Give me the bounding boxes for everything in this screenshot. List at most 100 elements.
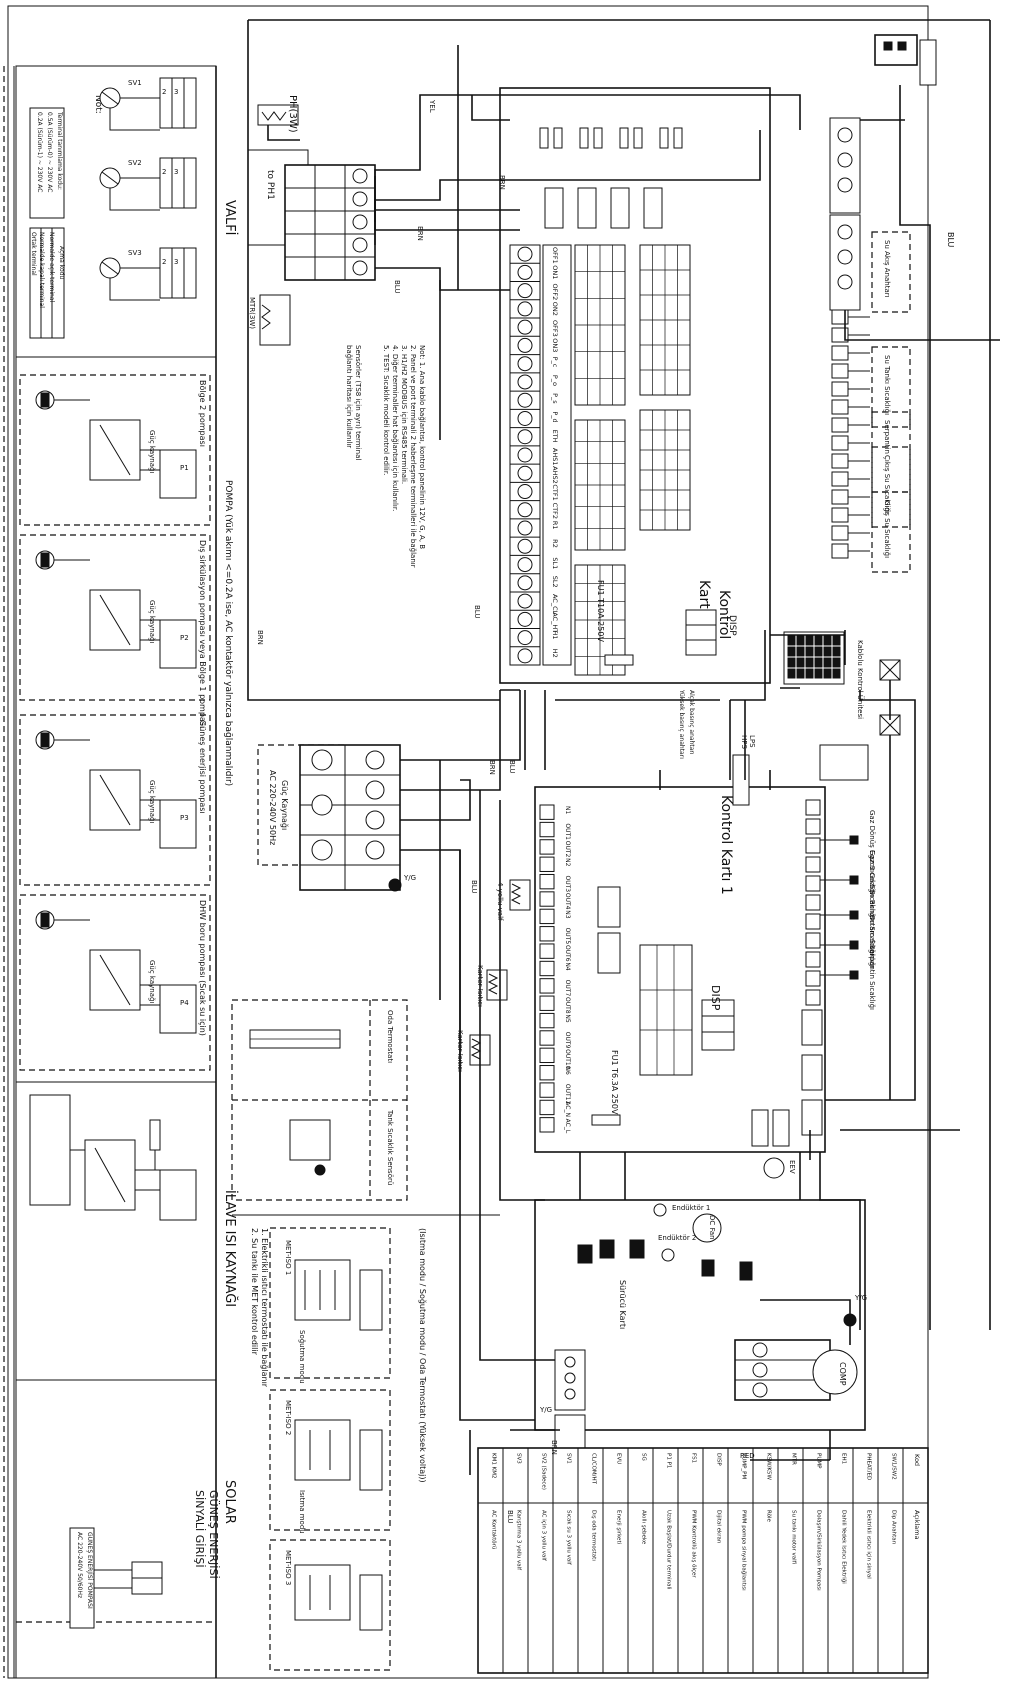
board1-sensor-port bbox=[805, 837, 821, 854]
hmi-pin bbox=[814, 657, 823, 668]
legend-code: KM1 KM2 bbox=[491, 1453, 497, 1478]
board2-terminal-screw bbox=[517, 538, 533, 554]
pump-4-id: P4 bbox=[180, 999, 189, 1007]
hmi-pin bbox=[796, 646, 805, 657]
pump-2-id: P2 bbox=[180, 634, 189, 642]
eev-label: EEV bbox=[788, 1160, 796, 1174]
wire-brn-5: BRN bbox=[550, 1440, 558, 1455]
board1-sensor-port bbox=[805, 856, 821, 873]
hmi-pin bbox=[832, 657, 841, 668]
hmi-pin bbox=[832, 668, 841, 679]
board2-terminal-screw bbox=[517, 301, 533, 317]
board2-terminal-label: ETH bbox=[551, 430, 559, 443]
yg-label-1: Y/G bbox=[403, 874, 416, 882]
b2-note-4: 4. Diğer terminaller hat bağlantısı için… bbox=[391, 345, 399, 511]
comp-label: COMP bbox=[838, 1362, 847, 1386]
board1-terminal bbox=[539, 1082, 555, 1098]
legend-desc: PWM pompa sinyal bağlantısı bbox=[741, 1510, 748, 1591]
legend-code: KSW/K5W bbox=[766, 1453, 772, 1480]
legend-code: PHEAT/ED bbox=[866, 1453, 872, 1480]
board2-terminal-label: R2 bbox=[551, 539, 559, 548]
hmi-pin bbox=[832, 635, 841, 646]
legend-code: MTR bbox=[791, 1453, 797, 1465]
wire-brn-1: BRN bbox=[498, 175, 506, 190]
endk2-label: Endüktör 2 bbox=[658, 1234, 696, 1242]
board2-terminal-label: AC_CL bbox=[551, 594, 559, 615]
board2-terminal-label: ON1 bbox=[551, 265, 559, 279]
board2-disp: DISP bbox=[727, 615, 737, 636]
board1-terminal-label: OUT3 bbox=[564, 875, 571, 892]
alcak-label: Alçak basınç anahtarı bbox=[688, 690, 695, 755]
board1-terminal bbox=[539, 978, 555, 994]
board1-terminal bbox=[539, 943, 555, 959]
ph3w-label: PH(3W) bbox=[287, 95, 298, 133]
wire-blu-5: BLU bbox=[506, 1510, 514, 1523]
board2-terminal-screw bbox=[517, 319, 533, 335]
board1-terminal bbox=[539, 1099, 555, 1116]
legend-desc: Dip Anahtarı bbox=[891, 1510, 897, 1545]
sv1-term-3: 3 bbox=[174, 88, 178, 96]
pump-4-coil: Güç kaynağı bbox=[148, 960, 156, 1003]
legend-desc: Su tankı motor valfi bbox=[791, 1510, 797, 1564]
solar-block: GÜNEŞ ENERJİSİ POMPASI AC 220-240V 50/60… bbox=[69, 1527, 163, 1629]
board1-sensor-port bbox=[805, 970, 821, 987]
board2-terminal-screw bbox=[517, 520, 533, 536]
hmi-pin bbox=[796, 657, 805, 668]
board2-terminal-screw bbox=[517, 593, 533, 609]
met1-cool: Soğutma modu bbox=[298, 1330, 306, 1384]
board2-terminal-screw bbox=[517, 374, 533, 390]
board1-disp: DISP bbox=[709, 985, 722, 1011]
hmi-pin bbox=[796, 635, 805, 646]
legend-code: EVU bbox=[616, 1453, 622, 1464]
board2-terminal-screw bbox=[517, 465, 533, 481]
board2-sensor-port bbox=[831, 507, 849, 523]
legend-desc: Elektrikli ısıtıcı için sinyal bbox=[866, 1510, 872, 1579]
board2-fuse: FU1 T10A 250V bbox=[596, 580, 605, 642]
wire-brn-4: BRN bbox=[488, 760, 496, 775]
board2-sensor-label: Giriş Su Sıcaklığı bbox=[883, 500, 891, 558]
board2-terminal-screw bbox=[517, 575, 533, 591]
legend-code: SW1/SW2 bbox=[891, 1453, 897, 1480]
solar-box-1: GÜNEŞ ENERJİSİ POMPASI bbox=[86, 1532, 93, 1609]
board2-sensor-port bbox=[831, 435, 849, 451]
board1-terminal bbox=[539, 1065, 555, 1081]
dc-fan-label: DC Fan bbox=[708, 1215, 716, 1240]
control-board-1: Kontrol Kartı 1 N1OUT1OUT2N2OUT3OUT4N3OU… bbox=[534, 786, 826, 1179]
valve-note-3: 0.2A (Sürüm-1) ~ 230V AC bbox=[36, 112, 43, 192]
board2-terminal-label: R1 bbox=[551, 521, 559, 530]
board2-sensor-port bbox=[831, 453, 849, 469]
wire-yg-2: Y/G bbox=[854, 1294, 867, 1302]
valve-table-3: Normalde kapalı terminal bbox=[38, 232, 45, 308]
board1-terminal bbox=[539, 821, 555, 838]
board2-terminal-label: P_s bbox=[551, 393, 559, 404]
hmi-pin bbox=[787, 668, 796, 679]
board2-terminal-screw bbox=[517, 246, 533, 262]
board2-terminal-screw bbox=[517, 356, 533, 372]
legend-code: FS1 bbox=[691, 1453, 697, 1463]
legend-code: SG bbox=[641, 1453, 647, 1461]
board1-terminal-label: OUT4 bbox=[564, 893, 571, 910]
legend-header-code: Kod bbox=[913, 1454, 921, 1466]
valve-table-4: Ortak terminal bbox=[30, 232, 37, 276]
solar-box-2: AC 220-240V 50/60Hz bbox=[76, 1532, 83, 1598]
board2-terminal-screw bbox=[517, 264, 533, 280]
board1-fuse: FU1 T6.3A 250V bbox=[610, 1050, 619, 1115]
board1-terminal bbox=[539, 804, 555, 820]
sv2-term-3: 3 bbox=[174, 168, 178, 176]
board2-sensor-label: Çıkış Su Sıcaklığı bbox=[883, 455, 891, 514]
sv3-term-2: 2 bbox=[162, 258, 166, 266]
board2-terminal-label: OFF3 bbox=[551, 320, 559, 337]
sv2-term-2: 2 bbox=[162, 168, 166, 176]
board2-terminal-label: ON2 bbox=[551, 302, 559, 316]
met2-label: MET-ISO 2 bbox=[284, 1400, 292, 1435]
pump-block-3: Güneş enerjisi pompası Güç kaynağı P3 bbox=[19, 714, 211, 886]
hps-label: HPS bbox=[740, 735, 748, 749]
board1-sensor-label: Ortam Sıcaklığı bbox=[868, 915, 876, 968]
legend-code: SV1 bbox=[566, 1453, 572, 1464]
board1-sensor-label: Egzoz Gazı Sıcaklığı bbox=[868, 850, 876, 919]
board1-sensor-port bbox=[805, 913, 821, 930]
board2-sensor-port bbox=[831, 381, 849, 397]
board1-sensor-port bbox=[805, 932, 821, 949]
board1-com-port bbox=[801, 1054, 823, 1091]
board2-terminal-label: AHS1 bbox=[551, 448, 559, 466]
